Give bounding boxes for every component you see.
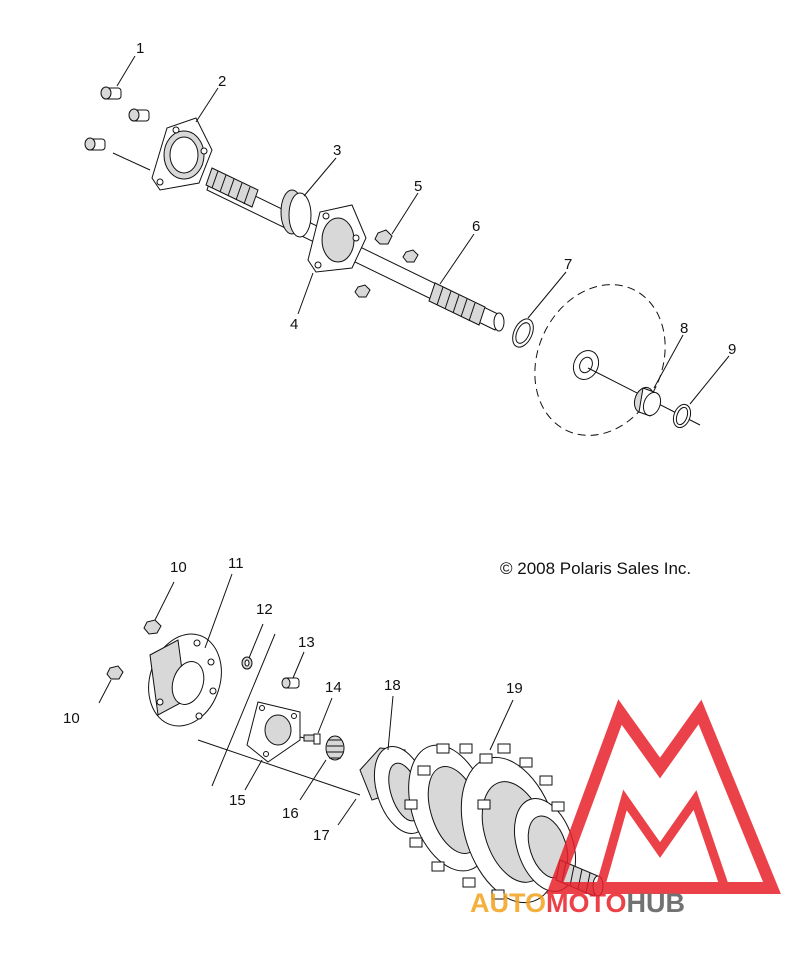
- bolt-part: [84, 86, 151, 171]
- logo-inner-icon: [595, 789, 730, 890]
- callout-16: 16: [282, 805, 299, 822]
- leader-lines-upper: [116, 55, 730, 405]
- flange-plate-part: [151, 117, 213, 191]
- callout-2: 2: [218, 73, 226, 90]
- callout-19: 19: [506, 680, 523, 697]
- callout-17: 17: [313, 827, 330, 844]
- callout-13: 13: [298, 634, 315, 651]
- callout-11: 11: [228, 555, 244, 572]
- pin-part: [281, 677, 300, 689]
- leader-lines-lower: [98, 573, 514, 826]
- hub-flange-part: [148, 633, 222, 727]
- callout-10-bottom: 10: [63, 710, 80, 727]
- watermark-text: AUTOMOTOHUB: [470, 888, 685, 918]
- lower-assembly: [98, 573, 604, 904]
- callout-3: 3: [333, 142, 341, 159]
- nut-part: [354, 229, 419, 298]
- callout-1: 1: [136, 40, 144, 57]
- snap-ring-part: [512, 318, 534, 348]
- ring-part: [672, 403, 692, 429]
- pinion-gear-part: [325, 735, 345, 761]
- callout-18: 18: [384, 677, 401, 694]
- copyright-text: © 2008 Polaris Sales Inc.: [500, 559, 691, 578]
- clutch-disc-outline: [534, 284, 701, 436]
- automotohub-logo: AUTOMOTOHUB: [470, 699, 781, 918]
- seal-plate-part: [246, 701, 301, 763]
- bolt-small-part: [299, 733, 321, 745]
- callout-10-top: 10: [170, 559, 187, 576]
- callout-8: 8: [680, 320, 688, 337]
- callout-6: 6: [472, 218, 480, 235]
- logo-mark-icon: [546, 699, 781, 894]
- callout-12: 12: [256, 601, 273, 618]
- flange-plate-lower-part: [307, 204, 367, 273]
- callout-4: 4: [290, 316, 298, 333]
- bushing-part: [633, 386, 662, 417]
- drive-sprocket-assembly: [359, 743, 604, 904]
- upper-assembly: [84, 55, 730, 436]
- washer-part: [241, 656, 253, 670]
- callout-9: 9: [728, 341, 736, 358]
- callout-5: 5: [414, 178, 422, 195]
- callout-14: 14: [325, 679, 342, 696]
- callout-15: 15: [229, 792, 246, 809]
- callout-7: 7: [564, 256, 572, 273]
- callout-labels: 1 2 3 4 5 6 7 8 9 10 10 11 12 13 14 15 1…: [63, 40, 736, 844]
- bearing-part: [280, 189, 312, 238]
